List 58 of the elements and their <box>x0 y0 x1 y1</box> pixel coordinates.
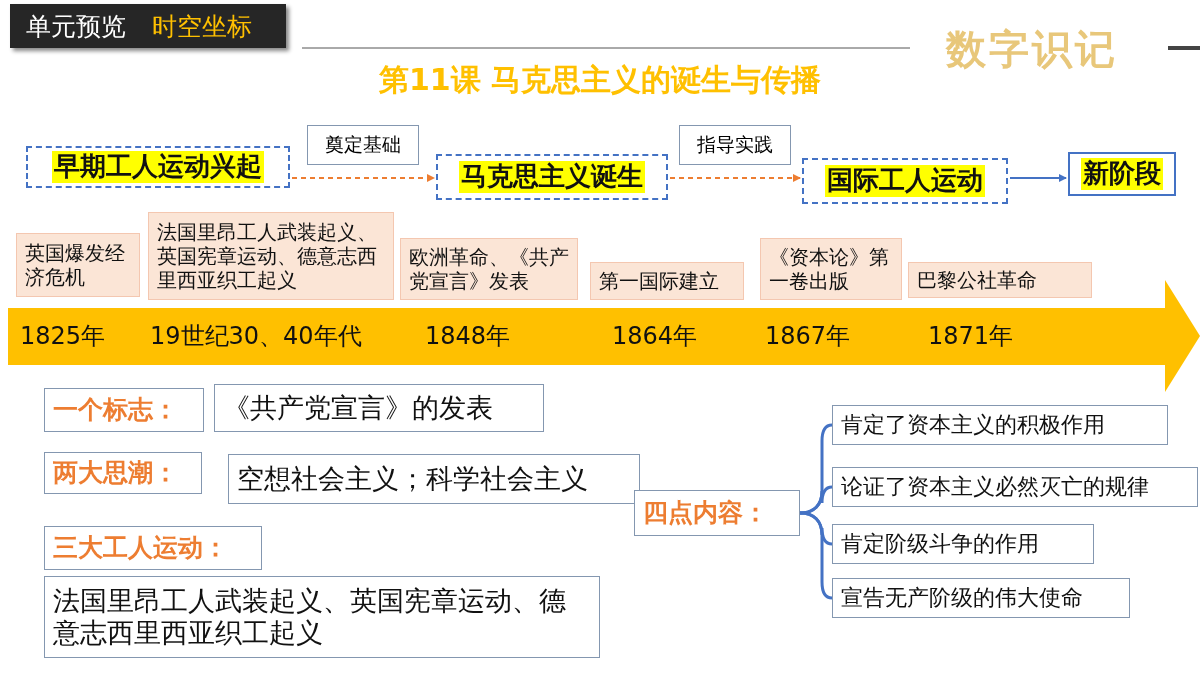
title: 第11课 马克思主义的诞生与传播 <box>377 61 823 99</box>
event-box <box>16 233 140 297</box>
node-text: 《资本论》第一卷出版 <box>769 245 890 293</box>
heading-box <box>634 490 800 536</box>
header-text: 单元预览 <box>26 11 126 43</box>
edge-label: 指导实践 <box>679 125 791 165</box>
node-text: 巴黎公社革命 <box>917 268 1037 292</box>
node-text: 三大工人运动： <box>53 533 228 563</box>
node-text: 马克思主义诞生 <box>459 161 645 193</box>
node-text: 肯定阶级斗争的作用 <box>841 530 1039 558</box>
stage-box <box>802 158 1008 204</box>
stage-box <box>436 154 668 200</box>
year-label: 1864年 <box>612 321 698 352</box>
arrow <box>669 174 801 182</box>
event-box <box>590 262 744 300</box>
point-box <box>832 405 1168 445</box>
year-label: 1848年 <box>425 321 511 352</box>
edge-label: 奠定基础 <box>307 125 419 165</box>
brace-connector <box>799 485 833 515</box>
event-box <box>760 238 902 300</box>
node-text: 宣告无产阶级的伟大使命 <box>841 584 1083 612</box>
year-label: 1871年 <box>928 321 1014 352</box>
section-label: 数字识记 <box>946 24 1118 74</box>
point-box <box>832 578 1130 618</box>
node-text: 法国里昂工人武装起义、英国宪章运动、德意志西里西亚织工起义 <box>157 220 378 292</box>
node-text: 国际工人运动 <box>825 165 985 197</box>
arrow <box>291 174 435 182</box>
header-text: 时空坐标 <box>152 11 252 43</box>
event-box <box>400 238 578 300</box>
heading-box <box>44 388 204 432</box>
node-text: 《共产党宣言》的发表 <box>223 391 493 425</box>
node-text: 新阶段 <box>1081 158 1163 190</box>
node-text: 法国里昂工人武装起义、英国宪章运动、德意志西里西亚织工起义 <box>53 584 567 650</box>
year-label: 1825年 <box>20 321 106 352</box>
point-box <box>832 524 1094 564</box>
node-text: 第一国际建立 <box>599 269 719 293</box>
node-text: 欧洲革命、《共产党宣言》发表 <box>409 245 569 293</box>
node-text: 两大思潮： <box>53 458 178 488</box>
node-text: 空想社会主义；科学社会主义 <box>237 462 588 496</box>
heading-box <box>44 452 202 494</box>
node-text: 四点内容： <box>643 498 768 528</box>
content-box <box>44 576 600 658</box>
point-box <box>832 467 1198 507</box>
content-box <box>228 454 640 504</box>
stage-box <box>26 146 290 188</box>
year-label: 1867年 <box>765 321 851 352</box>
event-box <box>908 262 1092 298</box>
content-box <box>214 384 544 432</box>
node-text: 肯定了资本主义的积极作用 <box>841 411 1105 439</box>
node-text: 早期工人运动兴起 <box>52 151 264 183</box>
node-text: 英国爆发经济危机 <box>25 241 126 289</box>
year-label: 19世纪30、40年代 <box>150 321 362 352</box>
node-text: 一个标志： <box>53 395 178 425</box>
arrow <box>1009 174 1067 182</box>
heading-box <box>44 526 262 570</box>
event-box <box>148 212 394 300</box>
stage-box <box>1068 152 1176 196</box>
node-text: 论证了资本主义必然灭亡的规律 <box>841 473 1149 501</box>
